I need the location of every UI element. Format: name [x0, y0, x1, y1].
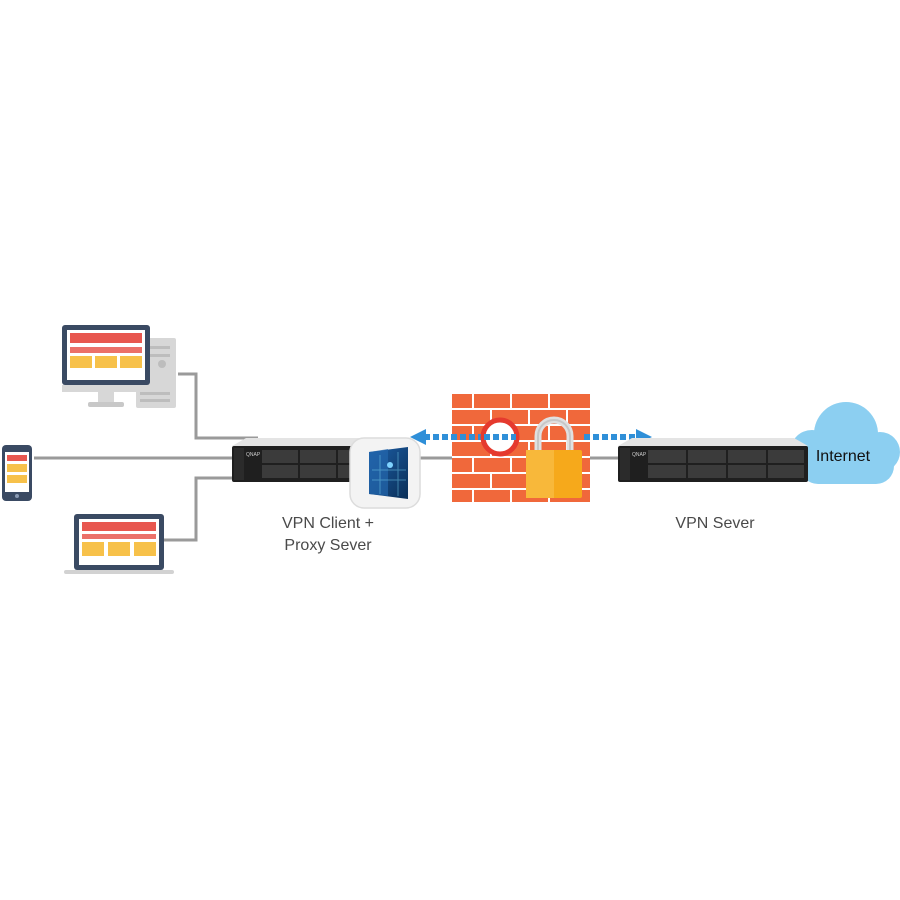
- padlock-icon: [526, 416, 582, 498]
- vpn-client-label: VPN Client + Proxy Sever: [248, 513, 408, 557]
- qvpn-app-icon: [349, 437, 421, 509]
- laptop-icon: [64, 514, 174, 574]
- vpn-tunnel-arrow: [410, 429, 652, 445]
- vpn-client-line2: Proxy Sever: [284, 537, 372, 554]
- nas-brand-server: QNAP: [632, 452, 647, 458]
- vpn-client-line1: VPN Client +: [281, 515, 375, 532]
- desktop-link: [178, 372, 258, 440]
- desktop-computer-icon: [62, 325, 176, 408]
- cloud-icon: [790, 402, 900, 484]
- nas-brand-client: QNAP: [246, 452, 261, 458]
- laptop-link: [164, 476, 232, 542]
- vpn-server-label: VPN Sever: [675, 515, 755, 532]
- connection-lines: [34, 372, 620, 542]
- nas-server-remote: QNAP: [618, 438, 808, 482]
- no-entry-icon: [480, 417, 520, 457]
- smartphone-icon: [2, 445, 32, 501]
- internet-label: Internet: [815, 448, 871, 465]
